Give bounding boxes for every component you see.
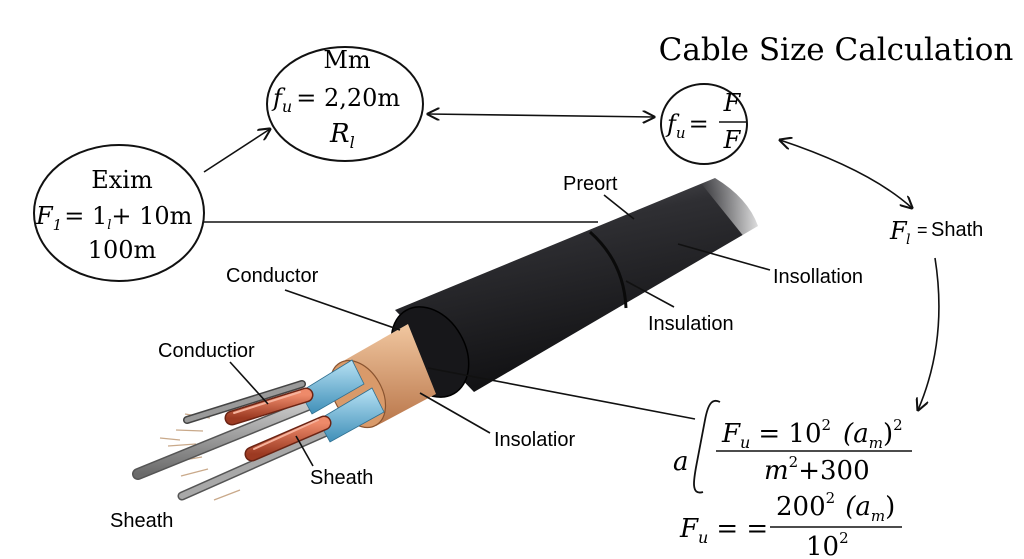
formula2-lhs: Fu= = xyxy=(679,514,768,547)
grey-wires xyxy=(132,380,345,501)
label-insulation: Insulation xyxy=(648,313,734,335)
connector-arrows xyxy=(203,114,940,410)
bubble-left-line1: Exim xyxy=(91,166,153,194)
outer-jacket xyxy=(395,178,758,392)
formula-fraction: Fu= = 2002(am) 102 xyxy=(679,489,902,559)
label-insolatior: Insolatior xyxy=(494,429,575,451)
bubble-top: Mm fu= 2,20m Rl xyxy=(266,46,424,162)
formula-shath-eq: = xyxy=(917,220,928,240)
formula1-denominator: m2+300 xyxy=(764,453,870,486)
label-conductior: Conductior xyxy=(158,340,255,362)
formula1-prefix: a xyxy=(673,447,689,477)
label-preort: Preort xyxy=(563,173,618,195)
bubble-left-line3: 100m xyxy=(88,236,157,264)
formula2-numerator: 2002(am) xyxy=(776,489,895,525)
bubble-right: fu= F F xyxy=(660,83,748,165)
bubble-right-num: F xyxy=(723,89,742,117)
label-sheath-inner: Sheath xyxy=(310,467,373,489)
label-insollation: Insollation xyxy=(773,266,863,288)
formula-integral: a Fu= 102(am)2 m2+300 xyxy=(673,399,912,494)
bubble-left-line2: F1= 1l+ 10m xyxy=(35,202,193,234)
page-title: Cable Size Calculation xyxy=(659,32,1014,68)
integral-sign xyxy=(693,399,721,494)
copper-conductors xyxy=(224,387,332,462)
bubble-top-line1: Mm xyxy=(323,46,371,74)
jacket-step xyxy=(589,230,628,309)
label-conductor: Conductor xyxy=(226,265,319,287)
label-sheath-outer: Sheath xyxy=(110,510,173,532)
bubble-right-den: F xyxy=(723,126,742,154)
cable xyxy=(132,176,762,501)
bubble-top-line2: fu= 2,20m xyxy=(271,84,400,116)
leader-lines xyxy=(229,194,771,467)
formula2-denominator: 102 xyxy=(806,529,849,559)
formula-shath-word: Shath xyxy=(931,219,983,241)
bubble-top-line3: Rl xyxy=(329,119,355,152)
formula-shath-sub: l xyxy=(906,232,910,248)
formula-shath: F l = Shath xyxy=(889,217,983,248)
formula-shath-f: F xyxy=(889,217,908,245)
bubble-left: Exim F1= 1l+ 10m 100m xyxy=(33,144,205,282)
formula1-numerator: Fu= 102(am)2 xyxy=(721,416,903,452)
